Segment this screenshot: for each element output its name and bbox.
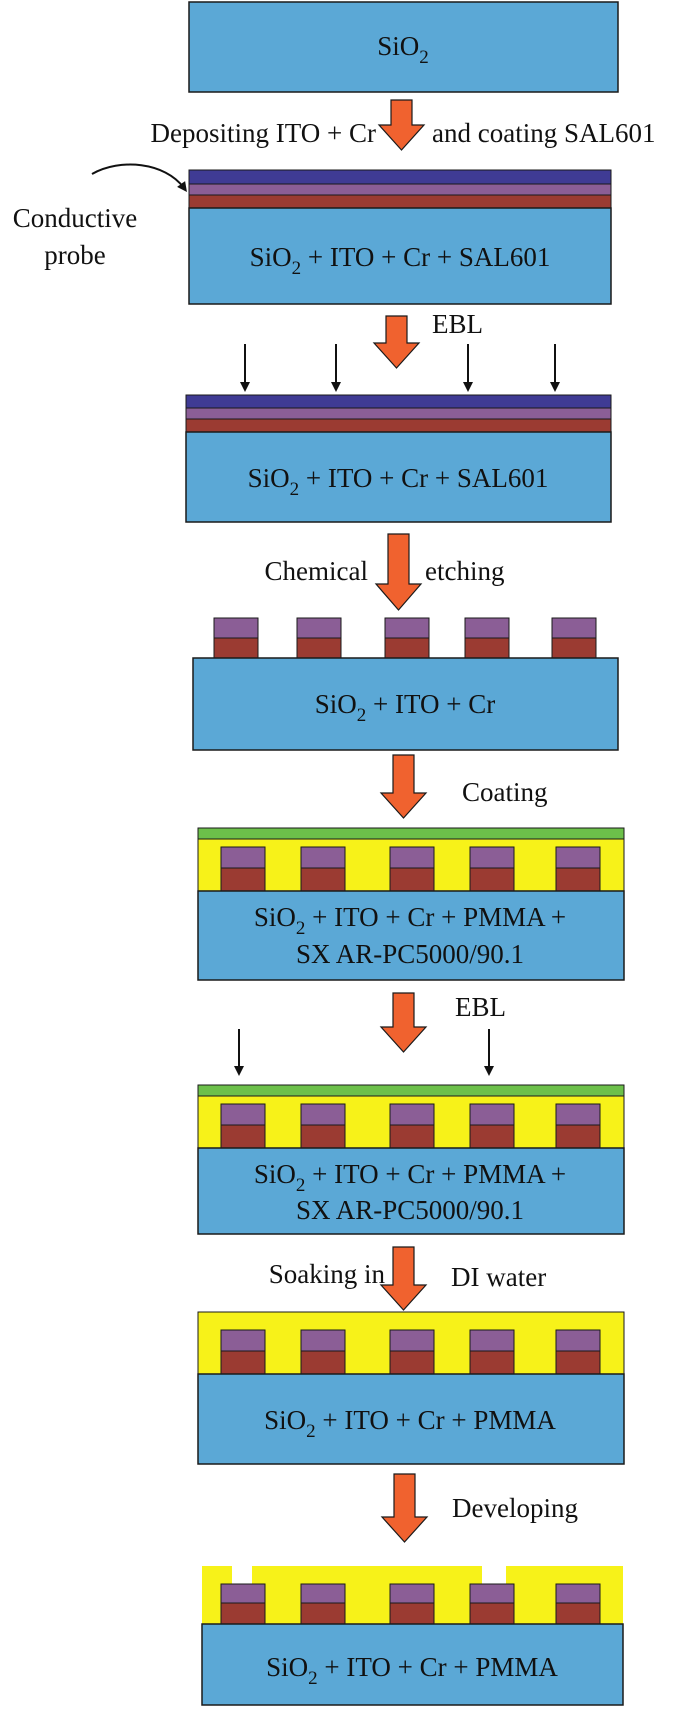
process-arrow-1 — [377, 99, 426, 151]
ito-layer-3 — [185, 418, 612, 433]
step-2-label: EBL — [432, 309, 483, 339]
step-6-left-label: Soaking in — [269, 1259, 386, 1289]
sal601-layer-2 — [188, 169, 612, 185]
step-3-left-label: Chemical — [265, 556, 368, 586]
block-6-label-line2: SX AR-PC5000/90.1 — [296, 1195, 524, 1225]
substrate-block-6 — [197, 1147, 625, 1235]
block-7-label: SiO2 + ITO + Cr + PMMA — [264, 1405, 556, 1442]
pillars-7 — [220, 1329, 601, 1375]
block-3-label: SiO2 + ITO + Cr + SAL601 — [248, 463, 549, 500]
block-1-label: SiO2 — [377, 31, 429, 68]
probe-label-line1: Conductive — [13, 203, 137, 233]
sx-layer-5 — [197, 827, 625, 840]
pillars-5 — [220, 846, 601, 892]
process-arrow-3 — [374, 533, 423, 611]
step-6-right-label: DI water — [451, 1262, 546, 1292]
cr-layer-2 — [188, 183, 612, 196]
step-1-right-label: and coating SAL601 — [432, 118, 655, 148]
block-5-label-line2: SX AR-PC5000/90.1 — [296, 939, 524, 969]
block-2-label: SiO2 + ITO + Cr + SAL601 — [250, 242, 551, 279]
block-6-label: SiO2 + ITO + Cr + PMMA + — [254, 1159, 566, 1196]
sx-layer-6 — [197, 1084, 625, 1097]
sal601-layer-3 — [185, 394, 612, 409]
block-4-label: SiO2 + ITO + Cr — [315, 689, 495, 726]
pillars-6 — [220, 1103, 601, 1149]
block-5-label: SiO2 + ITO + Cr + PMMA + — [254, 902, 566, 939]
substrate-block-3 — [185, 431, 612, 523]
substrate-block-5 — [197, 890, 625, 981]
ito-layer-2 — [188, 194, 612, 209]
step-5-label: EBL — [455, 992, 506, 1022]
etched-pillars-4 — [213, 617, 597, 659]
substrate-block-4 — [192, 657, 619, 751]
substrate-block-1 — [188, 1, 619, 93]
cr-layer-3 — [185, 407, 612, 420]
process-arrow-7 — [380, 1473, 429, 1543]
step-3-right-label: etching — [425, 556, 504, 586]
probe-label-line2: probe — [44, 240, 105, 270]
process-arrow-5 — [379, 992, 428, 1053]
step-1-left-label: Depositing ITO + Cr — [151, 118, 376, 148]
probe-arrow — [91, 163, 187, 193]
block-8-label: SiO2 + ITO + Cr + PMMA — [266, 1652, 558, 1689]
substrate-block-7 — [197, 1373, 625, 1465]
process-arrow-4 — [379, 754, 428, 819]
step-7-label: Developing — [452, 1493, 578, 1523]
step-4-label: Coating — [462, 777, 548, 807]
substrate-block-2 — [188, 207, 612, 305]
substrate-block-8 — [201, 1623, 624, 1706]
process-arrow-2 — [372, 315, 421, 369]
pillars-8 — [220, 1583, 601, 1625]
process-arrow-6 — [379, 1246, 428, 1311]
